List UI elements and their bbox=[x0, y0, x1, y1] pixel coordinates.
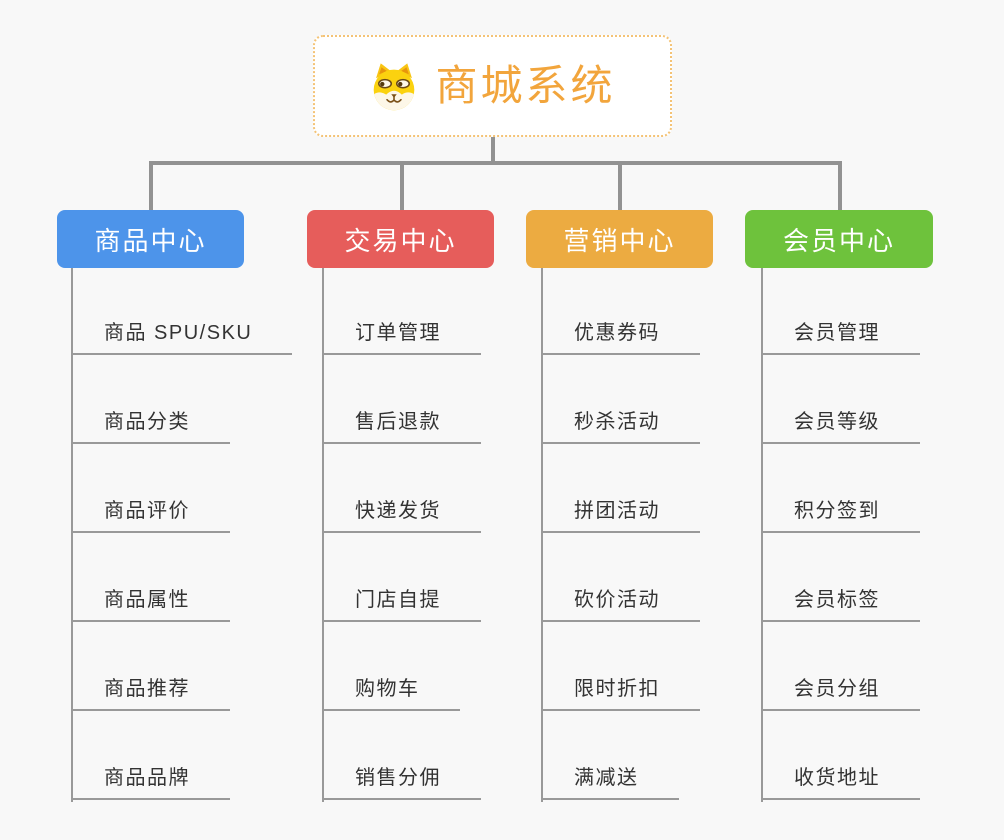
connector-trunk-line bbox=[541, 268, 543, 802]
sub-item[interactable]: 满减送 bbox=[541, 764, 679, 800]
sub-item[interactable]: 会员分组 bbox=[761, 675, 920, 711]
branch-node-4[interactable]: 会员中心 bbox=[745, 210, 933, 268]
dog-face-icon bbox=[369, 61, 419, 111]
sub-item[interactable]: 购物车 bbox=[322, 675, 460, 711]
root-title: 商城系统 bbox=[435, 62, 616, 109]
sub-item[interactable]: 拼团活动 bbox=[541, 497, 700, 533]
sub-item[interactable]: 门店自提 bbox=[322, 586, 481, 622]
sub-item[interactable]: 会员管理 bbox=[761, 319, 920, 355]
sub-item[interactable]: 优惠券码 bbox=[541, 319, 700, 355]
connector-trunk-line bbox=[761, 268, 763, 802]
sub-item[interactable]: 砍价活动 bbox=[541, 586, 700, 622]
sub-item[interactable]: 收货地址 bbox=[761, 764, 920, 800]
sub-item[interactable]: 商品评价 bbox=[71, 497, 230, 533]
branch-node-1[interactable]: 商品中心 bbox=[57, 210, 244, 268]
branch-node-3[interactable]: 营销中心 bbox=[526, 210, 713, 268]
connector-root-stub bbox=[491, 137, 495, 164]
connector-trunk-line bbox=[322, 268, 324, 802]
sub-item[interactable]: 销售分佣 bbox=[322, 764, 481, 800]
sub-item[interactable]: 商品分类 bbox=[71, 408, 230, 444]
sub-item[interactable]: 秒杀活动 bbox=[541, 408, 700, 444]
sub-item[interactable]: 商品品牌 bbox=[71, 764, 230, 800]
sub-item[interactable]: 商品属性 bbox=[71, 586, 230, 622]
connector-branch-drop bbox=[400, 163, 404, 210]
sub-item[interactable]: 会员标签 bbox=[761, 586, 920, 622]
sub-item[interactable]: 积分签到 bbox=[761, 497, 920, 533]
sub-item[interactable]: 商品 SPU/SKU bbox=[71, 319, 293, 355]
root-node[interactable]: 商城系统 bbox=[313, 35, 672, 137]
sub-item[interactable]: 快递发货 bbox=[322, 497, 481, 533]
branch-node-2[interactable]: 交易中心 bbox=[307, 210, 494, 268]
connector-trunk-line bbox=[71, 268, 73, 802]
sub-item[interactable]: 订单管理 bbox=[322, 319, 481, 355]
sub-item[interactable]: 限时折扣 bbox=[541, 675, 700, 711]
connector-horizontal-bus bbox=[149, 161, 842, 165]
connector-branch-drop bbox=[618, 163, 622, 210]
sub-item[interactable]: 商品推荐 bbox=[71, 675, 230, 711]
sub-item[interactable]: 售后退款 bbox=[322, 408, 481, 444]
connector-branch-drop bbox=[838, 163, 842, 210]
sub-item[interactable]: 会员等级 bbox=[761, 408, 920, 444]
connector-branch-drop bbox=[149, 163, 153, 210]
